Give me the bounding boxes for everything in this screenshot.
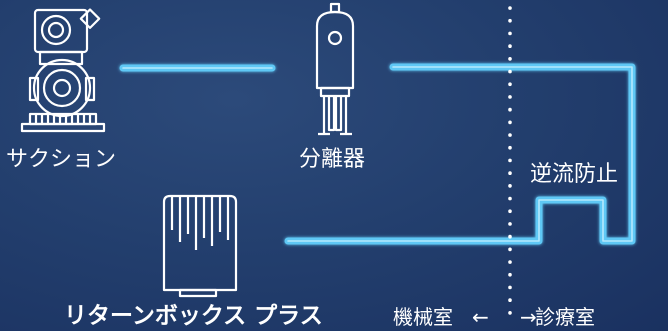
pipe-network [119,63,636,245]
separator-label: 分離器 [299,147,366,172]
product-name-label: リターンボックス プラス [64,303,323,329]
arrow-left-icon: ← [472,305,489,329]
arrow-right-icon: → [520,305,537,329]
separator-icon [315,2,355,136]
return-box-icon [162,194,238,298]
check-valve-label: 逆流防止 [530,162,619,187]
machine-room-label: 機械室 [393,305,453,329]
clinic-room-label: 診療室 [535,305,595,329]
suction-label: サクション [6,147,117,172]
suction-unit-icon [20,8,106,133]
